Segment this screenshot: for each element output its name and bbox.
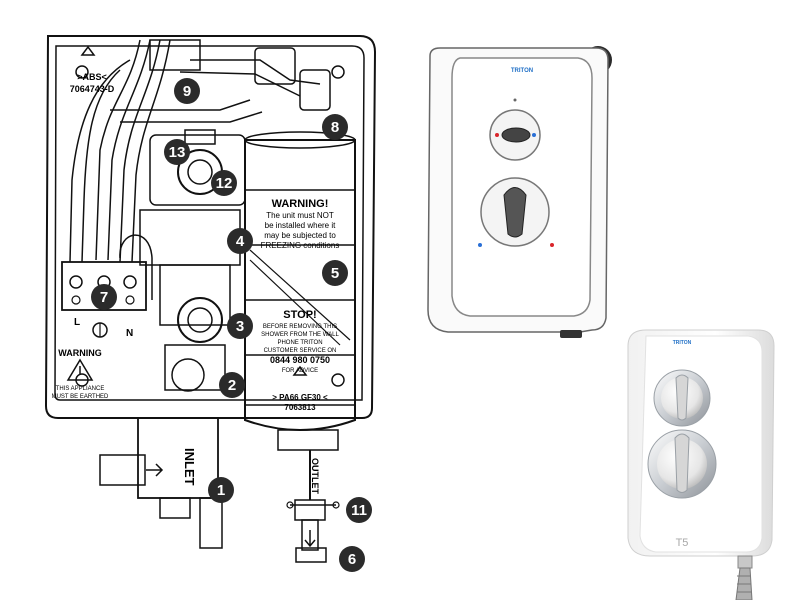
callout-13-number: 13 [169, 144, 186, 161]
callout-4-number: 4 [236, 233, 245, 250]
product-photo: TRITON T5 [627, 329, 775, 600]
stop-line: BEFORE REMOVING THIS [263, 324, 337, 330]
stop-title: STOP! [283, 309, 316, 321]
warning-line: FREEZING conditions [261, 241, 340, 250]
hose-fitting-icon [735, 555, 753, 600]
callout-8: 8 [322, 114, 348, 140]
stop-line: CUSTOMER SERVICE ON [264, 348, 337, 354]
photo-model-label: T5 [676, 537, 689, 549]
terminal-l-label: L [74, 317, 80, 328]
callout-12-number: 12 [216, 175, 233, 192]
callout-4: 4 [227, 228, 253, 254]
warning-left-title: WARNING [58, 348, 102, 358]
callout-12: 12 [211, 170, 237, 196]
callout-9: 9 [174, 78, 200, 104]
recycle-icon [80, 45, 308, 376]
callout-3-number: 3 [236, 318, 244, 335]
front-cover: TRITON [427, 47, 609, 338]
cover-brand: TRITON [511, 68, 533, 74]
warning-left-line: MUST BE EARTHED [52, 394, 109, 400]
callout-7: 7 [91, 284, 117, 310]
callout-badges: 1 2 3 4 5 6 7 8 9 10 11 12 13 [91, 46, 612, 572]
callout-13: 13 [164, 139, 190, 165]
callout-11: 11 [346, 497, 372, 523]
callout-2: 2 [219, 372, 245, 398]
callout-1: 1 [208, 477, 234, 503]
callout-2-number: 2 [228, 377, 236, 394]
callout-11-number: 11 [351, 502, 367, 519]
stop-phone: 0844 980 0750 [270, 355, 330, 365]
label-abs: >ABS< [77, 72, 107, 82]
warning-line: may be subjected to [264, 231, 336, 240]
callout-3: 3 [227, 313, 253, 339]
label-abs-code: 7064743-D [70, 84, 115, 94]
stop-advice: FOR ADVICE [282, 368, 318, 374]
warning-left-line: THIS APPLIANCE [56, 386, 105, 392]
callout-1-number: 1 [217, 482, 225, 499]
warning-line: The unit must NOT [266, 211, 334, 220]
callout-7-number: 7 [100, 289, 108, 306]
warning-line: be installed where it [265, 221, 336, 230]
photo-power-knob [653, 369, 711, 427]
inlet-label: INLET [182, 448, 197, 486]
stop-line: SHOWER FROM THE WALL [261, 332, 339, 338]
callout-6-number: 6 [348, 551, 356, 568]
warning-title: WARNING! [272, 198, 329, 210]
internal-diagram [44, 35, 377, 563]
label-pa66: > PA66 GF30 < [272, 393, 328, 402]
power-selector-knob [489, 98, 541, 161]
callout-5: 5 [322, 260, 348, 286]
callout-8-number: 8 [331, 119, 339, 136]
photo-temperature-knob [647, 429, 717, 499]
callout-6: 6 [339, 546, 365, 572]
terminal-n-label: N [126, 328, 133, 339]
label-pa66-code: 7063813 [284, 403, 316, 412]
photo-brand: TRITON [673, 340, 692, 346]
temperature-knob [478, 177, 554, 247]
inlet-assembly [137, 417, 219, 499]
backplate-outline [44, 35, 377, 419]
callout-5-number: 5 [331, 265, 339, 282]
outlet-label: OUTLET [310, 458, 320, 494]
stop-line: PHONE TRITON [277, 340, 322, 346]
callout-9-number: 9 [183, 83, 191, 100]
